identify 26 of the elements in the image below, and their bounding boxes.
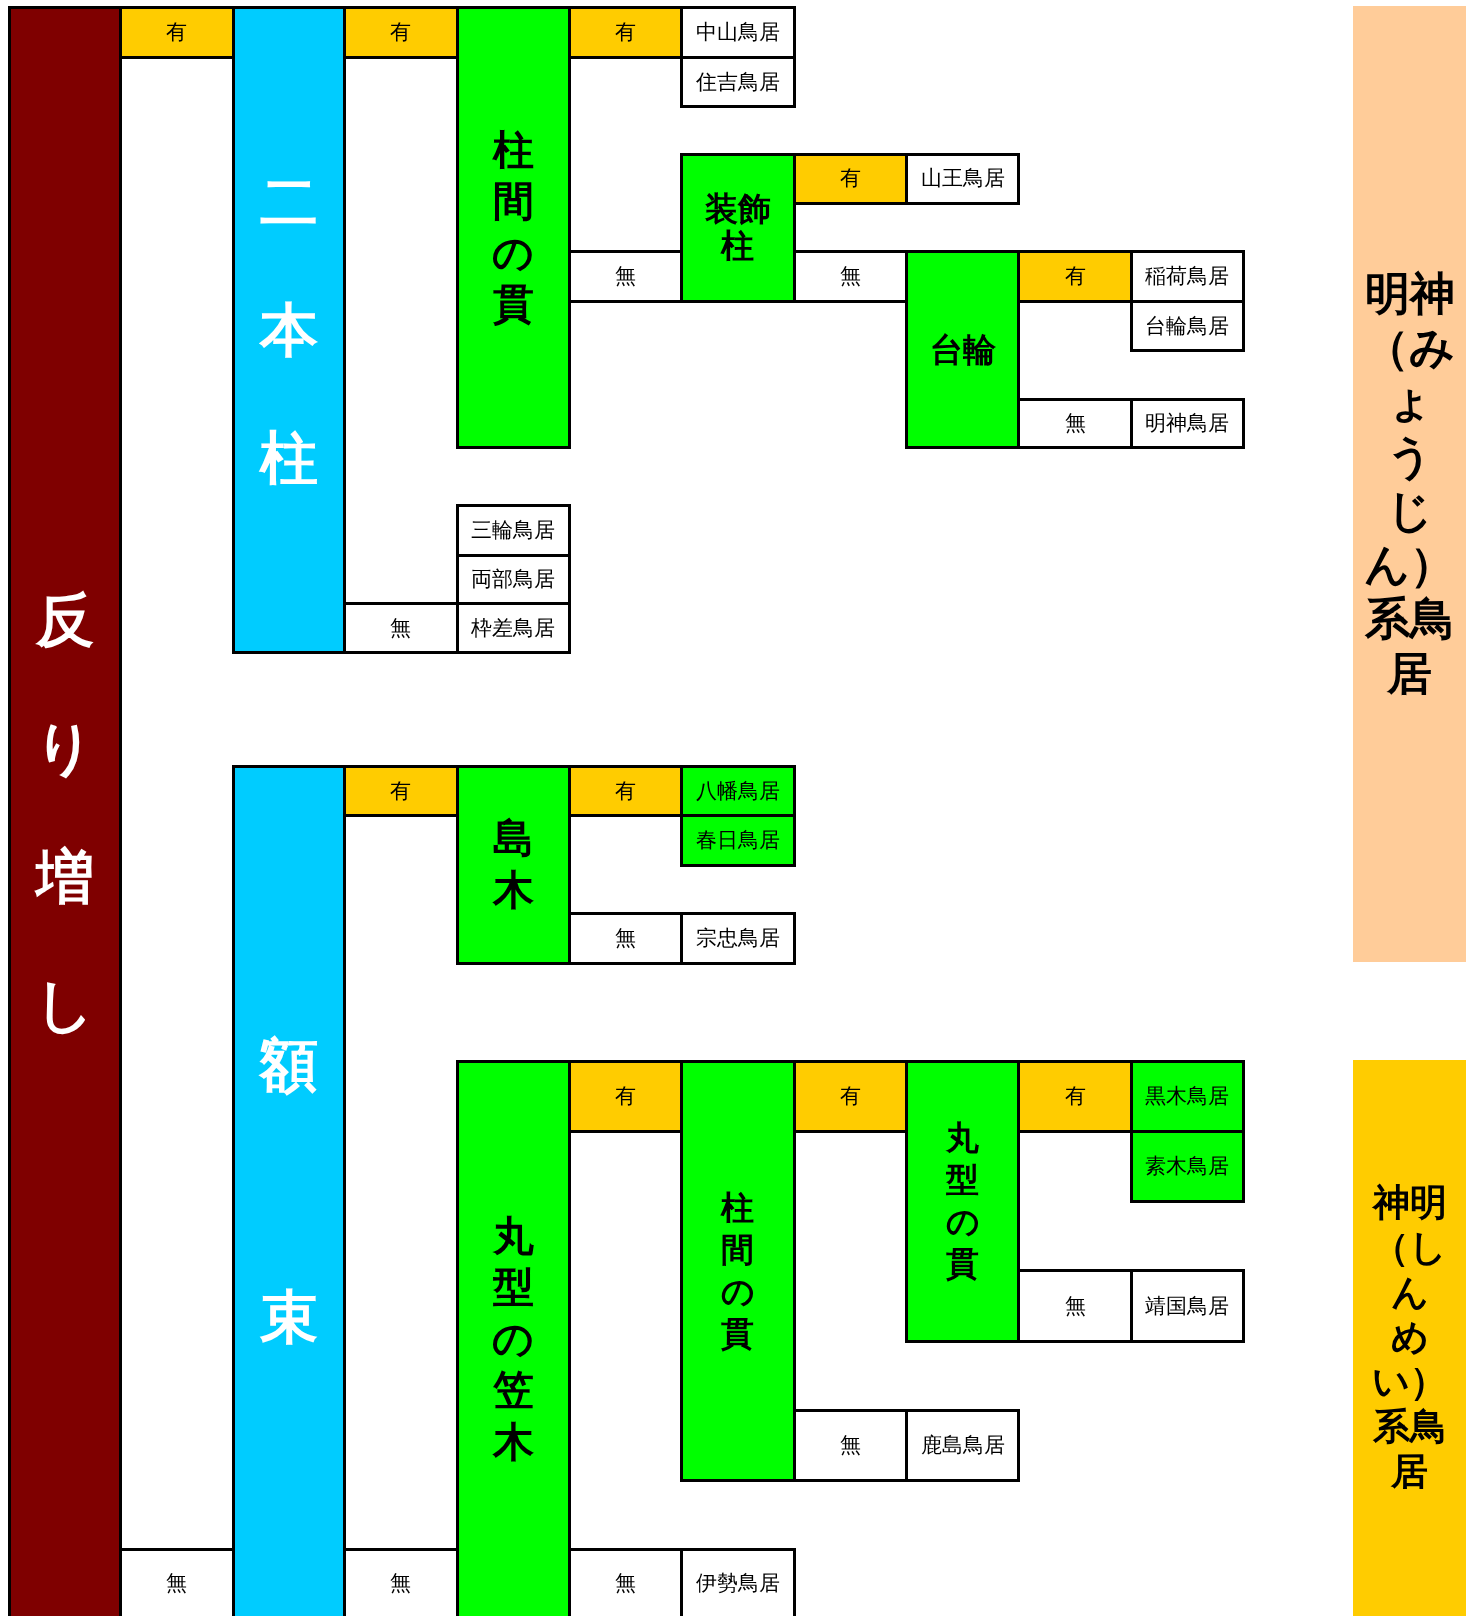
category-box: 二本柱 — [231, 6, 347, 655]
feature-box: 柱間の貫 — [680, 1059, 796, 1483]
yes-box: 有 — [343, 6, 459, 59]
torii-name-box: 三輪鳥居 — [455, 504, 571, 557]
feature-box: 装飾柱 — [680, 152, 796, 303]
feature-box: 柱間の貫 — [455, 6, 571, 450]
torii-name-box: 中山鳥居 — [680, 6, 796, 59]
answer-box: 無 — [1017, 1268, 1133, 1343]
category-box: 反り増し — [8, 6, 122, 1616]
feature-box: 台輪 — [905, 250, 1021, 450]
torii-name-box: 春日鳥居 — [680, 814, 796, 867]
feature-box: 丸型の貫 — [905, 1059, 1021, 1343]
torii-name-box: 山王鳥居 — [905, 152, 1021, 205]
torii-name-box: 宗忠鳥居 — [680, 912, 796, 965]
answer-box: 無 — [343, 601, 459, 655]
group-band: 神明（しんめい）系鳥居 — [1353, 1059, 1466, 1616]
yes-box: 有 — [343, 764, 459, 818]
torii-name-box: 鹿島鳥居 — [905, 1409, 1021, 1483]
answer-box: 無 — [1017, 397, 1133, 450]
category-box: 額束 — [231, 764, 347, 1616]
group-band: 明神（みょうじん）系鳥居 — [1353, 6, 1466, 962]
yes-box: 有 — [1017, 1059, 1133, 1133]
yes-box: 有 — [1017, 250, 1133, 303]
feature-box: 島木 — [455, 764, 571, 965]
torii-name-box: 伊勢鳥居 — [680, 1548, 796, 1616]
feature-box: 丸型の笠木 — [455, 1059, 571, 1616]
